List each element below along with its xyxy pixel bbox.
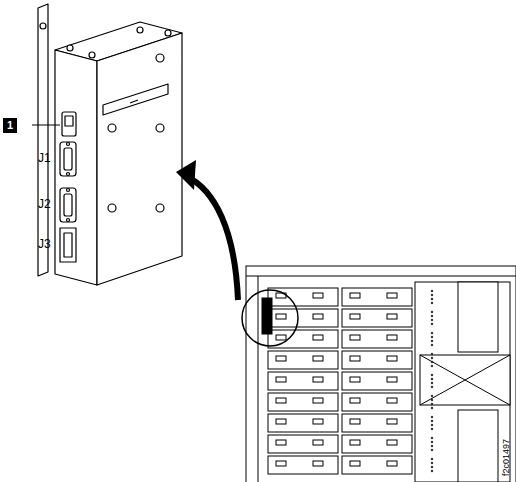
drive-latch — [350, 314, 360, 319]
drive-latch — [313, 461, 323, 466]
drive-latch — [387, 419, 397, 424]
drive-bay — [268, 456, 338, 474]
module-side — [97, 33, 182, 285]
drive-latch — [387, 356, 397, 361]
module-front — [55, 50, 97, 285]
mounting-flange — [38, 4, 48, 276]
drive-latch — [313, 314, 323, 319]
drive-latch — [350, 419, 360, 424]
module-location — [262, 298, 272, 334]
drive-latch — [313, 398, 323, 403]
drive-latch — [276, 356, 286, 361]
drive-bay — [268, 414, 338, 432]
drive-latch — [313, 356, 323, 361]
drive-bay — [268, 393, 338, 411]
drive-latch — [387, 377, 397, 382]
leader-line — [32, 125, 60, 126]
drive-latch — [350, 461, 360, 466]
drive-latch — [313, 377, 323, 382]
drive-bay — [342, 456, 412, 474]
drive-bay — [342, 309, 412, 327]
drive-bay — [342, 330, 412, 348]
drive-latch — [313, 419, 323, 424]
drive-latch — [350, 293, 360, 298]
connector-label: J2 — [38, 198, 51, 210]
drive-bay — [268, 351, 338, 369]
figure-code: f2c01497 — [502, 439, 511, 476]
switch — [62, 112, 76, 136]
drive-latch — [350, 377, 360, 382]
drive-bay — [342, 372, 412, 390]
drive-latch — [387, 314, 397, 319]
drive-latch — [387, 461, 397, 466]
drive-latch — [313, 335, 323, 340]
drive-latch — [387, 335, 397, 340]
drive-latch — [276, 335, 286, 340]
drive-bay — [342, 393, 412, 411]
drive-latch — [313, 293, 323, 298]
drive-latch — [387, 293, 397, 298]
drive-latch — [350, 335, 360, 340]
drive-latch — [276, 440, 286, 445]
callout-number: 1 — [3, 118, 17, 133]
drive-latch — [276, 314, 286, 319]
drive-bay — [268, 435, 338, 453]
serial-connector — [60, 142, 76, 176]
drive-bay — [342, 288, 412, 306]
drive-latch — [313, 440, 323, 445]
drive-bay — [342, 414, 412, 432]
connector-label: J1 — [38, 152, 51, 164]
label-slot — [103, 84, 168, 115]
detail-circle — [242, 290, 298, 346]
connector-label: J3 — [38, 238, 51, 250]
drive-latch — [350, 356, 360, 361]
pointer-arrow — [186, 176, 238, 300]
drive-latch — [387, 440, 397, 445]
drive-latch — [276, 398, 286, 403]
drive-bay — [268, 309, 338, 327]
drive-bay — [342, 351, 412, 369]
drive-latch — [276, 461, 286, 466]
drive-bay — [342, 435, 412, 453]
drive-latch — [387, 398, 397, 403]
drive-latch — [350, 398, 360, 403]
drive-latch — [276, 377, 286, 382]
drive-latch — [276, 419, 286, 424]
serial-connector — [60, 188, 76, 222]
drive-latch — [350, 440, 360, 445]
drive-bay — [268, 372, 338, 390]
rack-view — [246, 266, 516, 482]
ethernet-connector — [60, 228, 76, 262]
